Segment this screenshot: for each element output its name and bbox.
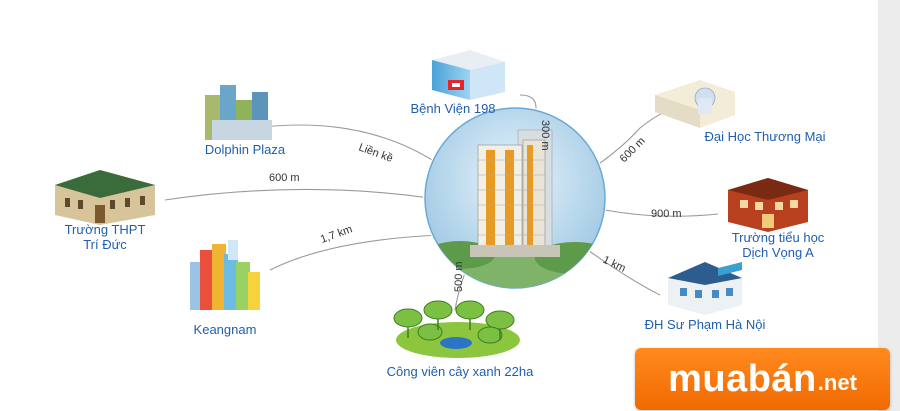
hospital-building-icon — [432, 50, 505, 100]
label-truong-tieu-hoc: Trường tiểu học Dịch Vọng A — [718, 230, 838, 260]
label-keangnam: Keangnam — [180, 322, 270, 337]
line-su-pham — [584, 247, 661, 296]
label-line: Dolphin Plaza — [204, 142, 286, 157]
label-line: Trường tiểu học — [731, 230, 825, 245]
university-building-icon — [655, 80, 735, 128]
primary-school-building-icon — [728, 178, 808, 232]
label-line: Bệnh Viện 198 — [410, 101, 496, 116]
label-line: ĐH Sư Phạm Hà Nội — [644, 317, 766, 332]
distance-dai-hoc: 600 m — [618, 135, 648, 165]
label-benh-vien: Bệnh Viện 198 — [398, 101, 508, 116]
dolphin-plaza-towers-icon — [205, 85, 272, 140]
distance-tieu-hoc: 900 m — [651, 208, 682, 220]
distance-cong-vien: 500 m — [453, 261, 465, 292]
pedagogy-university-building-icon — [668, 262, 742, 315]
line-tieu-hoc — [604, 209, 719, 217]
distance-benh-vien: 300 m — [539, 120, 551, 151]
high-school-building-icon — [55, 170, 155, 225]
label-dai-hoc-thuong-mai: Đại Học Thương Mại — [690, 129, 840, 144]
muaban-logo[interactable]: muabán .net — [635, 348, 890, 410]
label-truong-thpt: Trường THPT Trí Đức — [50, 222, 160, 252]
label-dolphin-plaza: Dolphin Plaza — [185, 142, 305, 157]
green-park-icon — [393, 300, 520, 358]
keangnam-towers-icon — [190, 240, 260, 310]
brand-tld: .net — [817, 370, 857, 395]
distance-dolphin: Liền kề — [357, 142, 394, 165]
distance-thpt: 600 m — [269, 172, 300, 184]
brand-name: muabán — [668, 357, 817, 400]
label-cong-vien: Công viên cây xanh 22ha — [365, 364, 555, 379]
label-line: Công viên cây xanh 22ha — [386, 364, 534, 379]
label-dh-su-pham: ĐH Sư Phạm Hà Nội — [630, 317, 780, 332]
right-edge-strip — [878, 0, 900, 411]
label-line: Keangnam — [193, 322, 257, 337]
line-thpt — [164, 188, 431, 201]
distance-keangnam: 1,7 km — [319, 223, 354, 246]
line-keangnam — [269, 234, 441, 271]
label-line: Trí Đức — [83, 237, 127, 252]
label-line: Đại Học Thương Mại — [704, 129, 826, 144]
line-dai-hoc — [589, 109, 673, 171]
distance-su-pham: 1 km — [601, 254, 628, 275]
central-tower-image — [423, 106, 607, 290]
label-line: Trường THPT — [64, 222, 146, 237]
label-line: Dịch Vọng A — [742, 245, 814, 260]
